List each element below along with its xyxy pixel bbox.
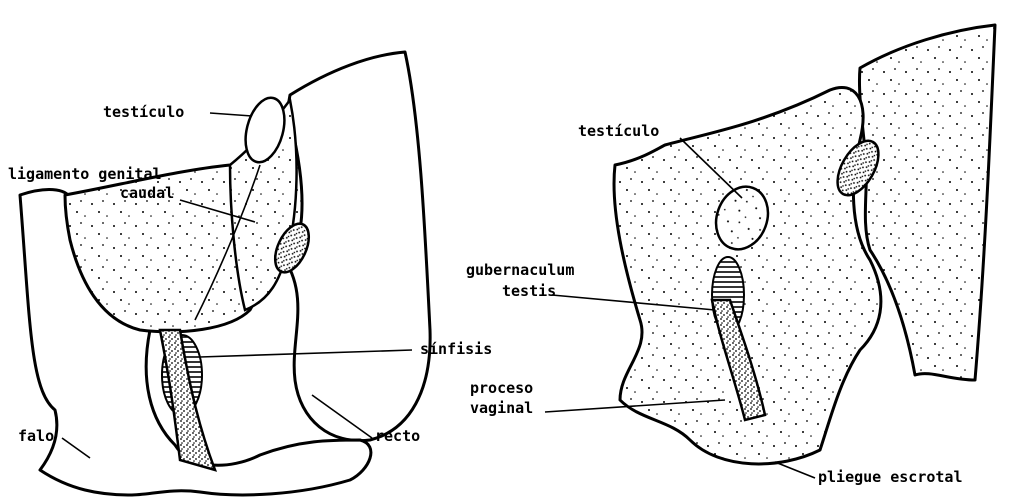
left-label-ligament-line2: caudal <box>120 184 174 202</box>
right-label-gubernaculum-line2: testis <box>502 282 556 300</box>
left-label-ligament-line1: ligamento genital <box>8 165 162 183</box>
left-diagram: testículo ligamento genital caudal sínfi… <box>8 52 492 495</box>
right-body-wall <box>859 25 995 380</box>
right-label-testicle: testículo <box>578 122 659 140</box>
right-label-scrotal-fold: pliegue escrotal <box>818 468 963 486</box>
right-label-gubernaculum-line1: gubernaculum <box>466 261 574 279</box>
left-label-phallus: falo <box>18 427 54 445</box>
right-diagram: testículo gubernaculum testis proceso va… <box>466 25 995 486</box>
left-label-symphysis: sínfisis <box>420 340 492 358</box>
left-label-testicle: testículo <box>103 103 184 121</box>
right-label-vaginal-line2: vaginal <box>470 399 533 417</box>
left-label-rectum: recto <box>375 427 420 445</box>
right-label-vaginal-line1: proceso <box>470 379 533 397</box>
